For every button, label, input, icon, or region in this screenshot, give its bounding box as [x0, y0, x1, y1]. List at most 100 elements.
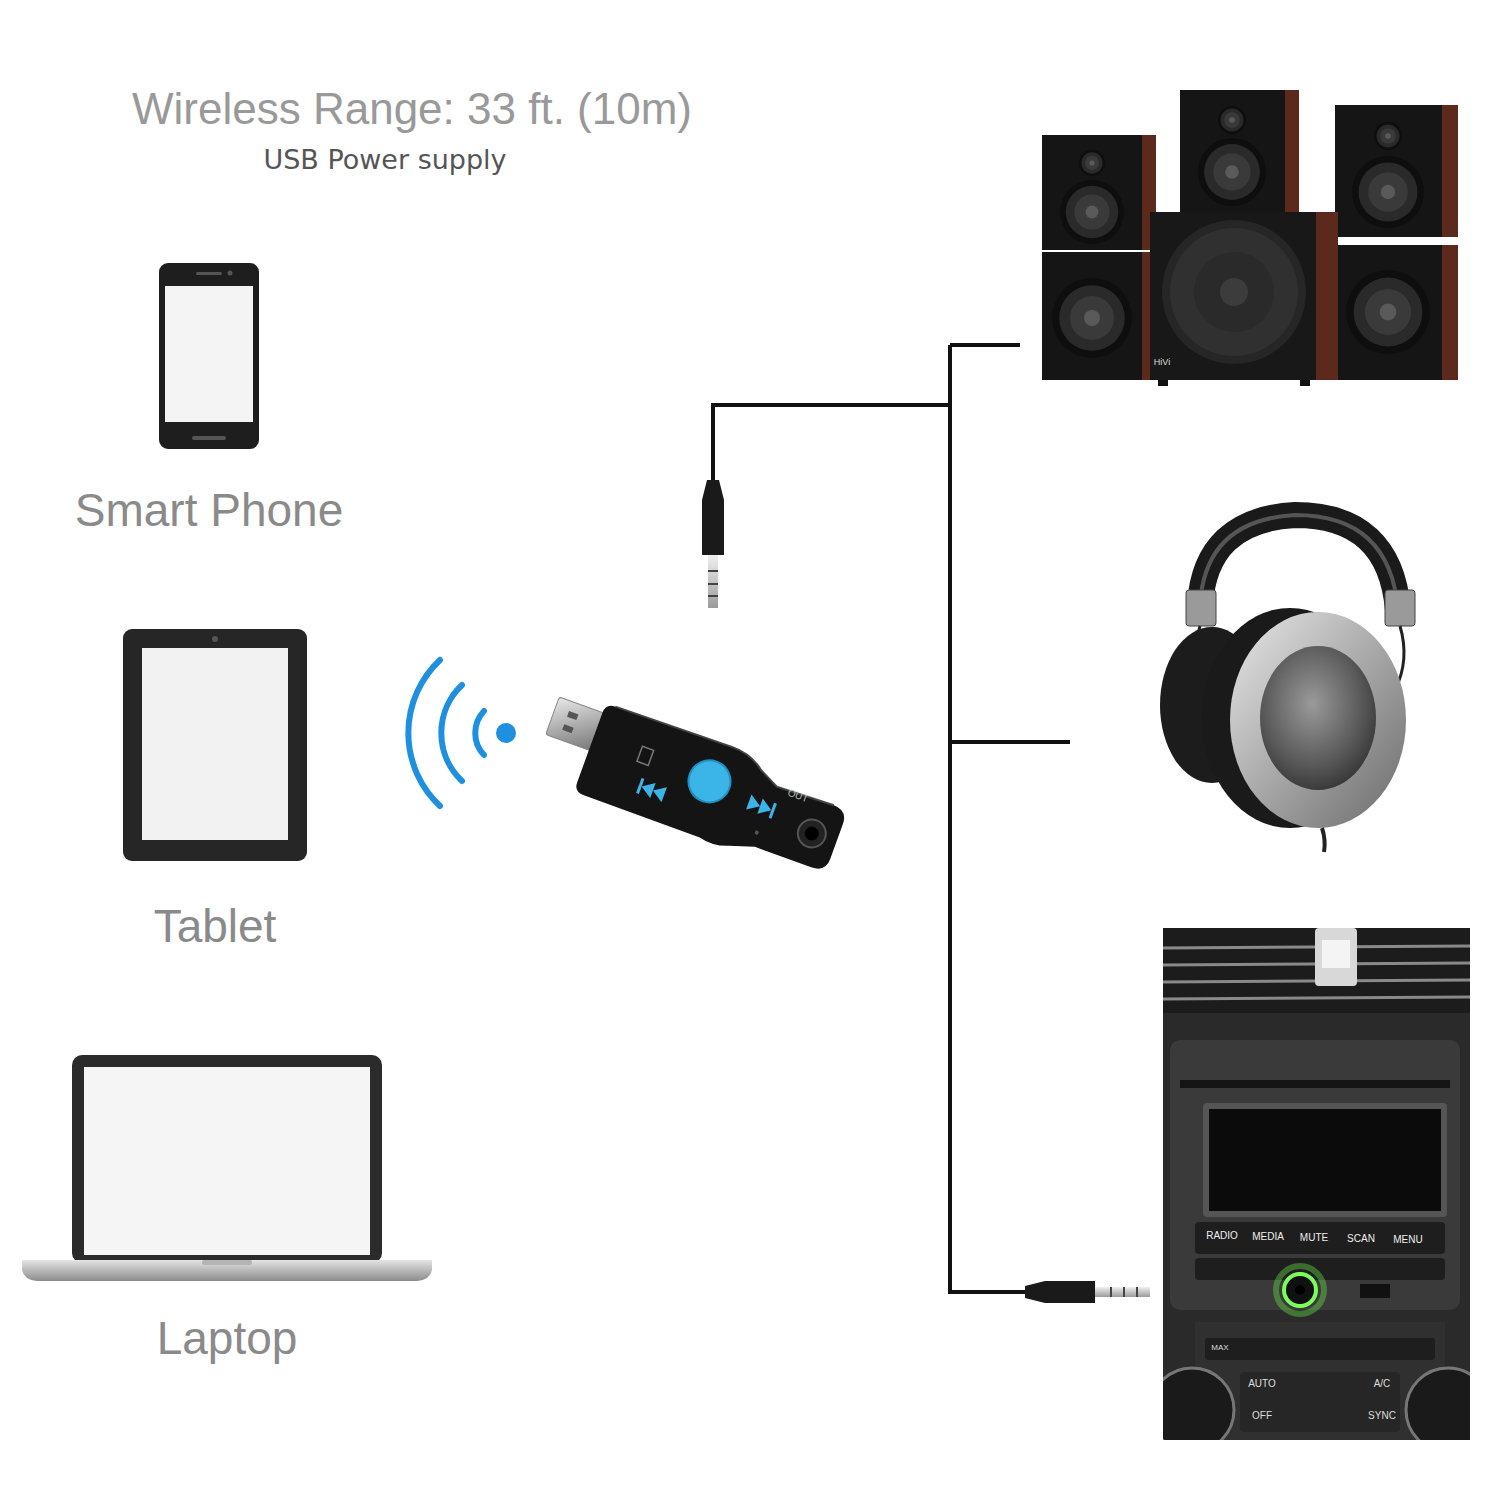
- audio-cable-part: [950, 343, 1020, 347]
- button-label: OFF: [1252, 1410, 1272, 1422]
- car-dashboard-part: [1276, 1266, 1324, 1314]
- audio-cable-part: [950, 1290, 1025, 1294]
- car-dashboard-part: [1360, 1284, 1390, 1298]
- speaker-set-part: [1300, 380, 1310, 386]
- speaker-set-part: [1198, 138, 1266, 206]
- laptop-icon-part: [72, 1055, 382, 1263]
- brand-label: HiVi: [1154, 357, 1170, 367]
- wireless-signal: [408, 660, 516, 806]
- car-dashboard-part-part: [1163, 997, 1470, 999]
- car-dashboard-part: [1163, 1368, 1234, 1440]
- speaker-set-part: [1194, 252, 1274, 332]
- usb-receiver-part: [639, 779, 667, 802]
- speaker-set-part: [1316, 212, 1338, 380]
- audio-plug-part: [708, 583, 718, 585]
- speaker-set-part: [1158, 380, 1168, 386]
- laptop-icon-part: [22, 1260, 432, 1281]
- audio-plug-part: [708, 555, 718, 608]
- usb-receiver-part: [567, 711, 578, 720]
- speaker-set-part: [1352, 156, 1424, 228]
- car-dashboard-part: [1209, 1109, 1441, 1211]
- audio-plug-part: [1136, 1287, 1138, 1297]
- car-dashboard-part: [1180, 1080, 1450, 1088]
- car-dashboard-part: [1284, 1274, 1316, 1306]
- tablet-icon-part: [142, 648, 288, 840]
- car-dashboard: [1163, 928, 1470, 1440]
- car-dashboard-part: [1195, 1222, 1445, 1254]
- button-label: MAX: [1211, 1343, 1228, 1352]
- audio-plug: [702, 480, 1150, 1303]
- audio-cable-part: [713, 405, 950, 480]
- speaker-set-part: [1052, 278, 1132, 358]
- usb-receiver-part: [794, 816, 830, 852]
- audio-cable-part: [948, 345, 952, 1294]
- device-icon: Smart Phone: [158, 262, 260, 450]
- device-caption: Laptop: [157, 1312, 298, 1365]
- audio-plug-part: [1025, 1281, 1095, 1303]
- button-label: SCAN: [1347, 1233, 1375, 1245]
- speaker-set-part: [1079, 150, 1105, 176]
- usb-receiver-part: [769, 803, 777, 819]
- button-label: MEDIA: [1252, 1231, 1284, 1243]
- wireless-signal-part: [441, 685, 462, 781]
- audio-plug-part: [1095, 1287, 1150, 1297]
- audio-plug-part: [702, 480, 724, 555]
- usb-receiver: [530, 686, 855, 884]
- audio-plug-part: [708, 595, 718, 597]
- wireless-signal-part: [408, 660, 440, 806]
- usb-receiver-part: [803, 825, 821, 843]
- speaker-set-part: [1060, 180, 1124, 244]
- usb-receiver-part: [637, 746, 654, 765]
- speaker-set: [1042, 90, 1458, 386]
- device-icon: Laptop: [22, 1055, 432, 1282]
- speaker-set-part: [1220, 278, 1248, 306]
- audio-cable: [713, 345, 1070, 1294]
- headphones-part: [1200, 515, 1398, 610]
- headphones-part: [1322, 828, 1325, 852]
- car-dashboard-part: [1205, 1338, 1435, 1360]
- usb-receiver-part: [636, 778, 644, 794]
- speaker-set-part: [1285, 90, 1299, 215]
- button-label: MUTE: [1300, 1232, 1328, 1244]
- button-label: MENU: [1393, 1234, 1422, 1246]
- device-icon: Tablet: [122, 628, 308, 862]
- car-dashboard-part: [1295, 1285, 1305, 1295]
- phone-icon-part: [165, 286, 253, 422]
- headphones-part: [1260, 646, 1376, 790]
- usb-receiver-part: [573, 701, 854, 883]
- speaker-set-part: [1218, 106, 1246, 134]
- speaker-set-part: [1335, 105, 1442, 237]
- speaker-set-part: [1042, 135, 1142, 250]
- phone-icon: [158, 262, 260, 450]
- button-label: RADIO: [1206, 1230, 1238, 1242]
- usb-receiver-part: [683, 754, 737, 808]
- car-dashboard-part: [1163, 928, 1470, 1013]
- speaker-set-part: [1180, 90, 1285, 215]
- headphones-part: [1186, 590, 1216, 626]
- title: Wireless Range: 33 ft. (10m): [132, 84, 692, 135]
- car-dashboard-part: [1315, 928, 1357, 986]
- car-dashboard-part: [1203, 1103, 1447, 1217]
- speaker-set-part: [1335, 245, 1442, 380]
- audio-plug-part: [1110, 1287, 1112, 1297]
- speaker-set-part: [1442, 245, 1458, 380]
- usb-receiver-part: [562, 724, 573, 733]
- headphones-part: [1385, 590, 1415, 626]
- headphones-part: [1230, 612, 1406, 828]
- phone-icon-part: [196, 272, 222, 275]
- tablet-icon-part: [212, 636, 218, 642]
- car-dashboard-part: [1240, 1372, 1400, 1432]
- usb-receiver-part: [754, 830, 759, 835]
- button-label: A/C: [1374, 1378, 1391, 1390]
- audio-plug-part: [708, 570, 718, 572]
- audio-cable-part: [950, 740, 1070, 744]
- car-dashboard-part: [1163, 928, 1470, 1440]
- button-label: SYNC: [1368, 1410, 1396, 1422]
- audio-plug-part: [1123, 1287, 1125, 1297]
- device-caption: Tablet: [154, 900, 277, 953]
- usb-receiver-part: [746, 795, 774, 818]
- car-dashboard-part: [1406, 1368, 1470, 1440]
- laptop-icon-part: [84, 1067, 370, 1255]
- speaker-set-part: [1162, 220, 1306, 364]
